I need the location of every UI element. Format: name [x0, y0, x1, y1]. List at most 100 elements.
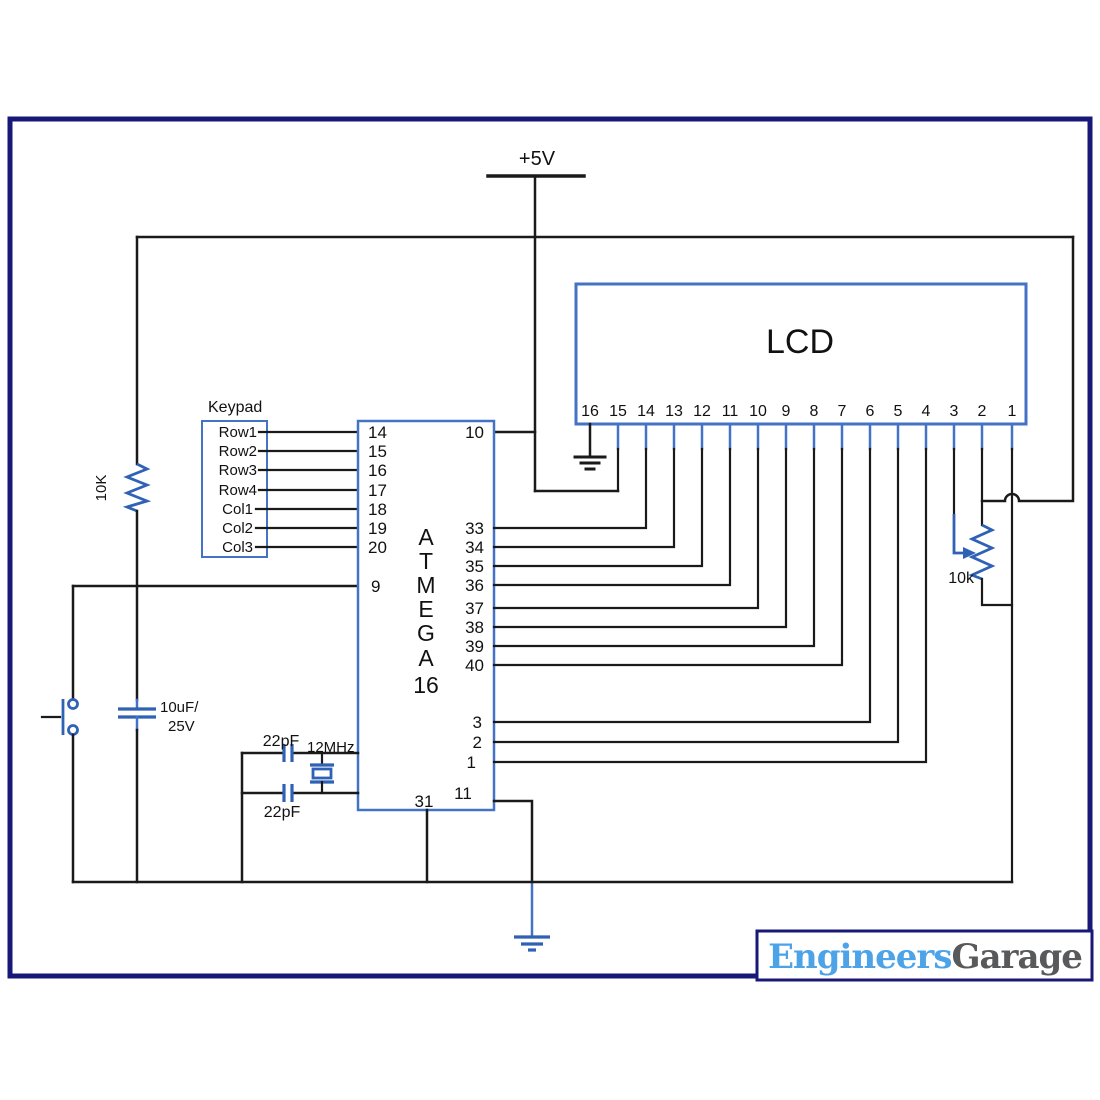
pot-resistor-symbol: [968, 523, 996, 581]
pot-wiper-wire: [952, 514, 964, 555]
crystal-circuit: 22pF 22pF 12MHz: [240, 733, 360, 884]
keypad-title: Keypad: [208, 399, 262, 416]
mcu-pin34: 34: [465, 538, 484, 557]
wire-lcd12-mcu35: [492, 447, 704, 568]
keypad-pin-col2: Col2: [222, 520, 253, 537]
lcd-box: [574, 282, 1028, 426]
lcd-mcu-wires: [492, 447, 928, 764]
mcu-pin36: 36: [465, 576, 484, 595]
mcu-pin20: 20: [368, 538, 387, 557]
cap-value-line1: 10uF/: [160, 699, 199, 716]
wire-lcd8-mcu39: [492, 447, 816, 648]
mcu-pin3: 3: [473, 713, 482, 732]
pullup-resistor-symbol: [122, 462, 152, 513]
mcu-pin17: 17: [368, 481, 387, 500]
keypad-to-mcu-wires: [254, 430, 360, 549]
lcd-pin-2: 2: [978, 403, 987, 420]
schematic-border: [7, 116, 1093, 979]
mcu-letter-1: A: [418, 524, 434, 550]
keypad-box: [201, 420, 268, 558]
lcd-pin-9: 9: [782, 403, 791, 420]
mcu-letter-5: G: [417, 620, 435, 646]
keypad-pin-col1: Col1: [222, 501, 253, 518]
button-contact-bottom: [67, 724, 79, 736]
mcu-pin2: 2: [473, 733, 482, 752]
pot-bottom-lead: [980, 577, 1014, 607]
power-label: +5V: [519, 148, 556, 170]
wire-lcd7-mcu40: [492, 447, 844, 667]
wire-lcd4-mcu1: [492, 447, 928, 764]
load-cap-bottom-label: 22pF: [264, 804, 301, 821]
logo-box: [755, 929, 1094, 982]
keypad-section: Keypad Row1 Row2 Row3 Row4 Col1 Col2 Col…: [201, 399, 360, 558]
ground-symbol-main: [514, 935, 550, 952]
wire-lcd11-mcu36: [492, 447, 732, 587]
keypad-pin-col3: Col3: [222, 539, 253, 556]
mcu-pin35: 35: [465, 557, 484, 576]
mcu-pin16: 16: [368, 461, 387, 480]
wire-lcd5-mcu2: [492, 447, 900, 744]
mcu-pin11: 11: [454, 784, 472, 803]
mcu-ground-wires: [425, 799, 550, 952]
mcu-pin19: 19: [368, 519, 387, 538]
mcu-pin40: 40: [465, 656, 484, 675]
lcd-pin-3: 3: [950, 403, 959, 420]
logo-text: EngineersGarage: [768, 937, 1082, 977]
lcd-pin-12: 12: [693, 403, 711, 420]
button-contact-top: [67, 698, 79, 710]
lcd-pin16-ground: [573, 422, 607, 471]
crystal-body: [311, 767, 333, 780]
mcu-block: A T M E G A 16 14 15 16 17 18 19 20 9 10…: [356, 419, 496, 812]
lcd-pin-10: 10: [749, 403, 767, 420]
lcd-pin-labels: 16 15 14 13 12 11 10 9 8 7 6 5 4 3 2 1: [581, 403, 1016, 420]
mcu-box: [356, 419, 496, 812]
lcd-title: LCD: [766, 323, 834, 361]
pot-value-label: 10k: [948, 570, 975, 587]
keypad-pin-row1: Row1: [219, 424, 257, 441]
mcu-pin37: 37: [465, 599, 484, 618]
wire-lcd6-mcu3: [492, 447, 872, 724]
lcd-pin-5: 5: [894, 403, 903, 420]
mcu-pin39: 39: [465, 637, 484, 656]
lcd-pin-14: 14: [637, 403, 655, 420]
wire-lcd9-mcu38: [492, 447, 788, 629]
pullup-resistor-label: 10K: [93, 475, 110, 502]
lcd-pin-15: 15: [609, 403, 627, 420]
load-cap-top-label: 22pF: [263, 733, 300, 750]
mcu-letter-3: M: [416, 572, 435, 598]
keypad-pin-row4: Row4: [219, 482, 257, 499]
keypad-pin-row3: Row3: [219, 462, 257, 479]
keypad-pin-row2: Row2: [219, 443, 257, 460]
mcu-name: A T M E G A 16: [413, 524, 439, 698]
mcu-letter-2: T: [419, 548, 433, 574]
lcd-pin-6: 6: [866, 403, 875, 420]
mcu-pin18: 18: [368, 500, 387, 519]
logo-part1: Engineers: [768, 937, 951, 977]
mcu-left-pin-labels: 14 15 16 17 18 19 20 9: [368, 423, 387, 596]
mcu-pin14: 14: [368, 423, 387, 442]
mcu-letter-4: E: [418, 596, 433, 622]
cap-value-line2: 25V: [168, 718, 195, 735]
pot-wiper-arrow: [963, 547, 976, 559]
lcd-section: LCD 16 15 14 13 12 11 10 9 8 7 6 5 4 3 2…: [573, 282, 1028, 471]
lcd-pin-1: 1: [1008, 403, 1017, 420]
power-supply: +5V: [486, 148, 620, 493]
wire-lcd13-mcu34: [492, 447, 676, 549]
contrast-pot-circuit: 10k: [948, 235, 1075, 884]
mcu-right-pin-labels: 10 33 34 35 36 37 38 39 40 3 2 1 11 31: [415, 423, 484, 811]
lcd-pin-16: 16: [581, 403, 599, 420]
pin11-ground-wire: [492, 799, 534, 884]
logo-part2: Garage: [951, 937, 1082, 977]
wire-lcd14-mcu33: [492, 447, 648, 530]
mcu-letter-7: 16: [413, 672, 439, 698]
crystal-freq-label: 12MHz: [307, 739, 355, 756]
mcu-pin15: 15: [368, 442, 387, 461]
mcu-pin9: 9: [371, 577, 380, 596]
lcd-pin-7: 7: [838, 403, 847, 420]
mcu-pin10: 10: [465, 423, 484, 442]
lcd-pin-4: 4: [922, 403, 931, 420]
mcu-pin31: 31: [415, 792, 434, 811]
lcd-pin-11: 11: [722, 403, 739, 420]
